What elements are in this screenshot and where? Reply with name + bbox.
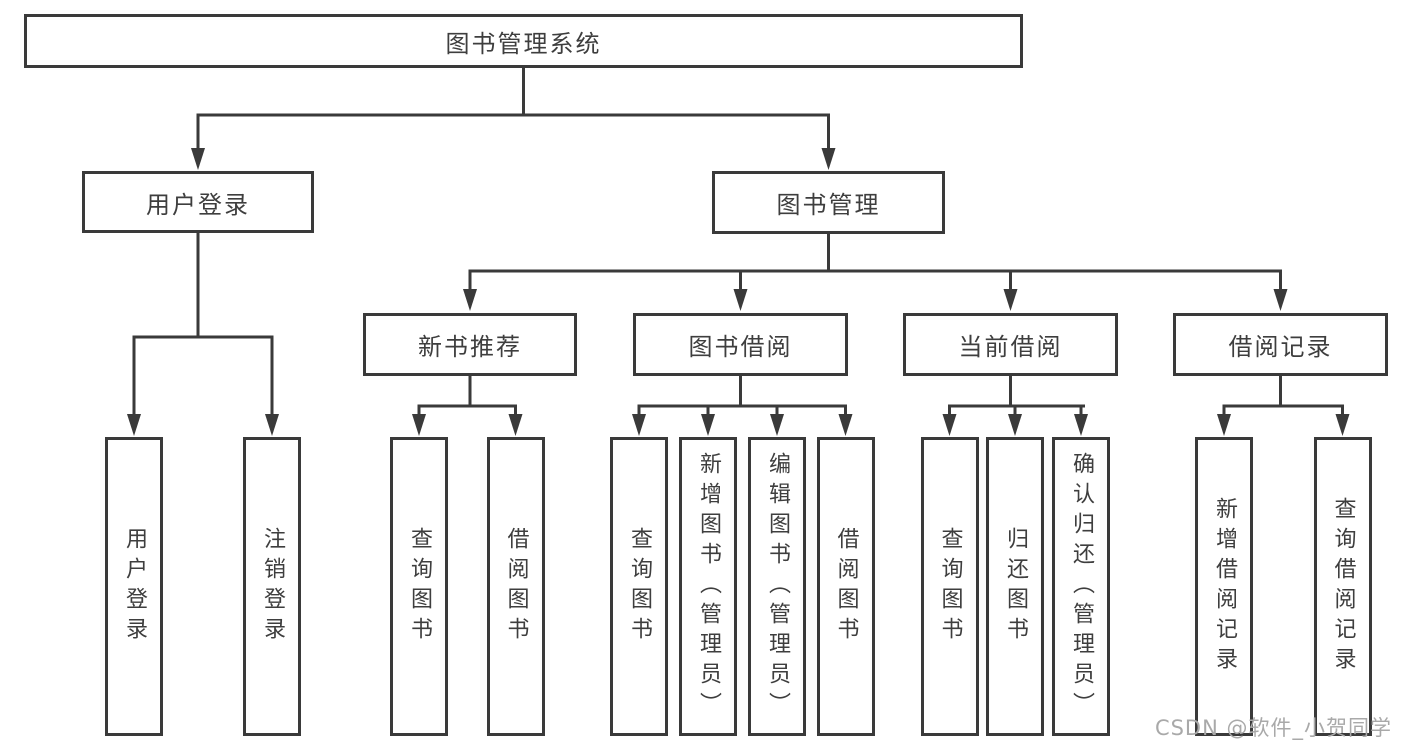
node-label: 新增借阅记录 bbox=[1212, 496, 1237, 677]
node-logout: 注销登录 bbox=[243, 437, 301, 736]
node-confirm-return-admin: 确认归还（管理员） bbox=[1052, 437, 1110, 736]
node-label: 注销登录 bbox=[260, 526, 285, 647]
node-label: 新增图书（管理员） bbox=[696, 451, 721, 722]
node-current-borrowing: 当前借阅 bbox=[903, 313, 1118, 376]
node-borrow-books: 借阅图书 bbox=[816, 437, 875, 736]
node-label: 查询图书 bbox=[407, 526, 432, 647]
node-query-books-current: 查询图书 bbox=[920, 437, 979, 736]
node-new-book-recommend: 新书推荐 bbox=[363, 313, 577, 376]
node-label: 确认归还（管理员） bbox=[1069, 451, 1094, 722]
node-label: 编辑图书（管理员） bbox=[765, 451, 790, 722]
node-return-books: 归还图书 bbox=[986, 437, 1044, 736]
node-label: 借阅图书 bbox=[833, 526, 859, 647]
node-query-books-recommend: 查询图书 bbox=[390, 437, 448, 736]
node-label: 归还图书 bbox=[1003, 526, 1028, 647]
csdn-watermark: CSDN @软件_小贺同学 bbox=[1154, 716, 1392, 740]
node-library-management-system: 图书管理系统 bbox=[24, 14, 1023, 68]
node-label: 查询图书 bbox=[937, 526, 963, 647]
node-borrow-books-recommend: 借阅图书 bbox=[486, 437, 545, 736]
node-user-login: 用户登录 bbox=[105, 437, 163, 736]
node-user-login-module: 用户登录 bbox=[82, 171, 314, 233]
node-label: 查询图书 bbox=[627, 526, 652, 647]
node-book-borrowing: 图书借阅 bbox=[633, 313, 848, 376]
node-edit-book-admin: 编辑图书（管理员） bbox=[748, 437, 806, 736]
node-book-management: 图书管理 bbox=[712, 171, 945, 234]
node-query-borrow-record: 查询借阅记录 bbox=[1313, 437, 1372, 736]
node-label: 借阅图书 bbox=[503, 526, 529, 647]
node-borrowing-records: 借阅记录 bbox=[1173, 313, 1388, 376]
node-query-books-borrowing: 查询图书 bbox=[610, 437, 668, 736]
node-add-borrow-record: 新增借阅记录 bbox=[1195, 437, 1253, 736]
node-label: 用户登录 bbox=[122, 526, 147, 647]
node-add-book-admin: 新增图书（管理员） bbox=[679, 437, 737, 736]
node-label: 查询借阅记录 bbox=[1330, 496, 1356, 677]
